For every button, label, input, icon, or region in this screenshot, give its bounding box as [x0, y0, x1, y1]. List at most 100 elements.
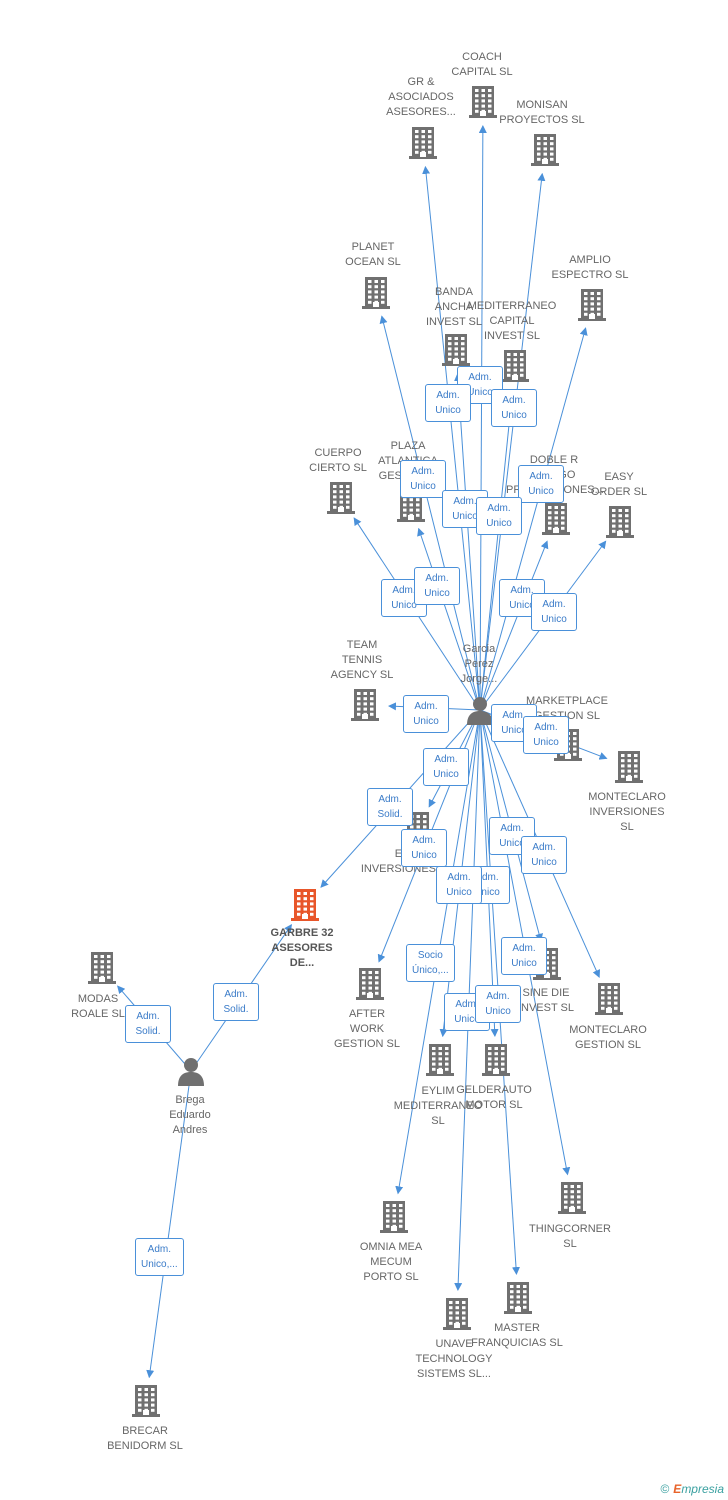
building-icon [433, 84, 533, 123]
company-label-planet[interactable]: PLANET OCEAN SL [345, 241, 401, 268]
role-badge-garcia-mediterraneo[interactable]: Adm. Unico [476, 497, 522, 535]
company-node-amplio[interactable] [542, 287, 642, 326]
edge-garcia-doble [479, 540, 549, 711]
empresia-footer: ©Empresia [660, 1482, 724, 1496]
building-icon [506, 501, 606, 540]
company-node-brecar[interactable] [96, 1383, 196, 1422]
building-icon [542, 287, 642, 326]
building-icon [255, 887, 355, 926]
company-label-mediterraneo[interactable]: MEDITERRANEO CAPITAL INVEST SL [467, 300, 557, 342]
person-label-brega[interactable]: Brega Eduardo Andres [169, 1094, 211, 1136]
copyright-icon: © [660, 1482, 670, 1496]
edge-garcia-amplio [479, 327, 588, 711]
company-label-amplio[interactable]: AMPLIO ESPECTRO SL [551, 254, 629, 281]
company-label-brecar[interactable]: BRECAR BENIDORM SL [107, 1425, 183, 1452]
company-node-mediterraneo[interactable] [465, 348, 565, 387]
role-badge-garcia-monteclaro_inv[interactable]: Adm. Unico [523, 716, 569, 754]
role-badge-garcia-marketplace[interactable]: Adm. Unico [491, 704, 537, 742]
person-node-brega[interactable] [141, 1056, 241, 1091]
building-icon [465, 348, 565, 387]
role-badge-garcia-master[interactable]: Adm. Unico [475, 985, 521, 1023]
building-icon [522, 1180, 622, 1219]
building-icon [373, 125, 473, 164]
company-node-garbre[interactable] [255, 887, 355, 926]
brand-initial: E [673, 1482, 682, 1496]
company-node-eylim[interactable] [390, 1042, 490, 1081]
company-label-unave[interactable]: UNAVE TECHNOLOGY SISTEMS SL... [415, 1338, 493, 1380]
company-node-monteclaro_ges[interactable] [559, 981, 659, 1020]
role-badge-garcia-garbre[interactable]: Adm. Solid. [367, 788, 413, 826]
company-label-monteclaro_inv[interactable]: MONTECLARO INVERSIONES SL [588, 791, 666, 833]
company-label-cuerpo[interactable]: CUERPO CIERTO SL [309, 447, 367, 474]
company-node-modas[interactable] [52, 950, 152, 989]
company-node-coach[interactable] [433, 84, 533, 123]
company-node-easy[interactable] [570, 504, 670, 543]
building-icon [326, 275, 426, 314]
building-icon [315, 687, 415, 726]
company-node-cuerpo[interactable] [291, 480, 391, 519]
edge-garcia-planet [379, 315, 481, 711]
building-icon [406, 332, 506, 371]
role-badge-garcia-team[interactable]: Adm. Unico [403, 695, 449, 733]
role-badge-garcia-gr[interactable]: Adm. Unico [425, 384, 471, 422]
company-node-omnia[interactable] [344, 1199, 444, 1238]
company-label-sinedie[interactable]: SINE DIE INVEST SL [517, 987, 575, 1014]
company-label-eylim[interactable]: EYLIM MEDITERRANEO SL [393, 1085, 483, 1127]
edge-garcia-mediterraneo [479, 388, 516, 711]
building-icon [390, 1042, 490, 1081]
company-label-banda[interactable]: BANDA ANCHA INVEST SL [425, 286, 483, 328]
company-label-gr[interactable]: GR & ASOCIADOS ASESORES... [386, 76, 456, 118]
role-badge-brega-garbre[interactable]: Adm. Solid. [213, 983, 259, 1021]
role-badge-garcia-easy[interactable]: Adm. Unico [531, 593, 577, 631]
edge-brega-brecar [146, 1070, 192, 1379]
company-node-monteclaro_inv[interactable] [579, 749, 679, 788]
edge-garcia-coach [478, 124, 487, 711]
role-badge-garcia-omnia[interactable]: Adm. Unico [436, 866, 482, 904]
role-badge-garcia-monisan[interactable]: Adm. Unico [491, 389, 537, 427]
company-label-monteclaro_ges[interactable]: MONTECLARO GESTION SL [569, 1024, 647, 1051]
company-node-team[interactable] [315, 687, 415, 726]
person-label-garcia[interactable]: Garcia Perez Jorge... [460, 643, 498, 685]
company-node-gelderauto[interactable] [446, 1042, 546, 1081]
building-icon [468, 1280, 568, 1319]
company-label-gelderauto[interactable]: GELDERAUTO MOTOR SL [456, 1084, 532, 1111]
role-badge-garcia-planet[interactable]: Adm. Unico [400, 460, 446, 498]
company-label-team[interactable]: TEAM TENNIS AGENCY SL [330, 639, 394, 681]
company-node-monisan[interactable] [495, 132, 595, 171]
company-label-garbre[interactable]: GARBRE 32 ASESORES DE... [270, 927, 334, 969]
edge-garcia-plaza [417, 527, 481, 711]
company-node-doble[interactable] [506, 501, 606, 540]
building-icon [495, 132, 595, 171]
company-label-thingcorner[interactable]: THINGCORNER SL [529, 1223, 611, 1250]
company-label-coach[interactable]: COACH CAPITAL SL [451, 51, 513, 78]
company-node-gr[interactable] [373, 125, 473, 164]
company-label-omnia[interactable]: OMNIA MEA MECUM PORTO SL [359, 1241, 423, 1283]
company-node-thingcorner[interactable] [522, 1180, 622, 1219]
building-icon [570, 504, 670, 543]
person-node-garcia[interactable] [430, 695, 530, 730]
role-badge-garcia-thingcorner[interactable]: Adm. Unico [501, 937, 547, 975]
role-badge-garcia-after[interactable]: Adm. Unico [423, 748, 469, 786]
role-badge-garcia-plaza[interactable]: Adm. Unico [414, 567, 460, 605]
building-icon [344, 1199, 444, 1238]
company-node-master[interactable] [468, 1280, 568, 1319]
company-node-banda[interactable] [406, 332, 506, 371]
role-badge-brega-brecar[interactable]: Adm. Unico,... [135, 1238, 184, 1276]
company-label-monisan[interactable]: MONISAN PROYECTOS SL [499, 99, 585, 126]
company-label-after[interactable]: AFTER WORK GESTION SL [333, 1008, 401, 1050]
role-badge-garcia-amplio[interactable]: Adm. Unico [518, 465, 564, 503]
role-badge-garcia-eylim[interactable]: Socio Único,... [406, 944, 455, 982]
role-badge-garcia-einversiones[interactable]: Adm. Unico [401, 829, 447, 867]
company-node-unave[interactable] [407, 1296, 507, 1335]
edge-garcia-banda [454, 372, 481, 711]
company-node-planet[interactable] [326, 275, 426, 314]
company-node-after[interactable] [320, 966, 420, 1005]
company-label-modas[interactable]: MODAS ROALE SL [71, 993, 125, 1020]
company-label-master[interactable]: MASTER FRANQUICIAS SL [471, 1322, 563, 1349]
role-badge-garcia-monteclaro_ges[interactable]: Adm. Unico [521, 836, 567, 874]
company-label-easy[interactable]: EASY ORDER SL [590, 471, 648, 498]
edge-garcia-gr [422, 165, 481, 711]
building-icon [291, 480, 391, 519]
role-badge-brega-modas[interactable]: Adm. Solid. [125, 1005, 171, 1043]
